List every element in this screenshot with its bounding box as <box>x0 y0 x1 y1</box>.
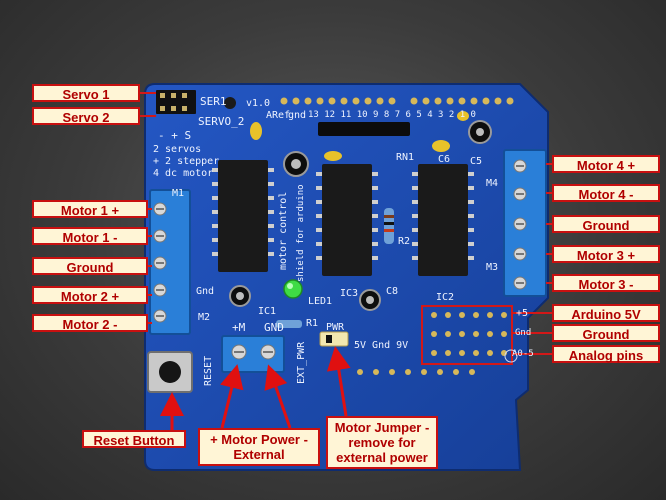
resistor-r2 <box>384 208 394 244</box>
silk-servo-desc: 2 servos + 2 stepper 4 dc motor <box>153 144 220 179</box>
label-servo-2: Servo 2 <box>32 107 140 125</box>
silk-ic2: IC2 <box>436 292 455 303</box>
label-motor-power: + Motor Power - External <box>198 428 320 466</box>
capacitor-c8 <box>359 289 381 311</box>
silk-ext-pwr: EXT_PWR <box>296 341 307 384</box>
silk-pin-numbers: 13 12 11 10 9 8 7 6 5 4 3 2 1 0 <box>308 110 476 120</box>
right-header-block <box>421 305 513 365</box>
terminal-block-left <box>149 189 191 335</box>
silk-ser1: SER1 <box>200 95 227 108</box>
silk-gnd-hdr: Gnd <box>515 328 532 338</box>
silk-r2: R2 <box>398 236 411 247</box>
silk-motor-control: motor control <box>278 191 289 270</box>
resistor-r1 <box>276 320 302 328</box>
label-motor2-minus: Motor 2 - <box>32 314 148 332</box>
reset-button-hw <box>147 351 193 393</box>
silk-a0-5: A0-5 <box>512 349 534 359</box>
capacitor-c-large <box>283 151 309 177</box>
silk-ic3: IC3 <box>340 288 359 299</box>
silk-plus5: +5 <box>516 308 529 319</box>
power-terminal-block <box>221 335 285 373</box>
silk-gnd-side: Gnd <box>196 286 215 297</box>
ic3-chip <box>316 164 378 276</box>
label-motor4-minus: Motor 4 - <box>552 184 660 202</box>
silk-led1: LED1 <box>308 296 333 307</box>
label-arduino-5v: Arduino 5V <box>552 304 660 322</box>
capacitor-c-left <box>229 285 251 307</box>
connector-lines <box>140 92 552 355</box>
silk-ic1: IC1 <box>258 306 277 317</box>
silk-c5: C5 <box>470 156 483 167</box>
silk-shield-for-arduino: shield for arduino <box>296 184 306 282</box>
silk-reset: RESET <box>203 355 214 386</box>
silk-gnd-terminal: GND <box>264 321 284 334</box>
silk-plus-s: - + S <box>158 129 192 142</box>
label-motor3-plus: Motor 3 + <box>552 245 660 263</box>
label-servo-1: Servo 1 <box>32 84 140 102</box>
silk-c6: C6 <box>438 154 451 165</box>
label-motor-jumper: Motor Jumper - remove for external power <box>326 416 438 469</box>
led1 <box>283 279 303 299</box>
servo-header <box>156 90 196 114</box>
silk-m4: M4 <box>486 178 499 189</box>
silk-pwr: PWR <box>326 322 345 333</box>
resistor-network <box>318 122 410 136</box>
terminal-block-right <box>503 149 547 297</box>
label-ground-right: Ground <box>552 215 660 233</box>
silk-m1: M1 <box>172 188 185 199</box>
silk-plus-m: +M <box>232 321 246 334</box>
pointer-arrows <box>160 346 351 430</box>
label-motor1-plus: Motor 1 + <box>32 200 148 218</box>
silk-m3: M3 <box>486 262 499 273</box>
silk-volts: 5V Gnd 9V <box>354 340 409 351</box>
capacitor-c5 <box>468 120 492 144</box>
label-reset-button: Reset Button <box>82 430 186 448</box>
bottom-pin-row <box>357 369 475 375</box>
label-motor1-minus: Motor 1 - <box>32 227 148 245</box>
silk-rn1: RN1 <box>396 152 415 163</box>
label-motor4-plus: Motor 4 + <box>552 155 660 173</box>
power-jumper <box>319 331 349 347</box>
mounting-hole-bottom <box>504 349 518 363</box>
silk-version: v1.0 <box>246 98 271 109</box>
ceramic-capacitors <box>250 111 469 161</box>
top-pin-row <box>280 97 514 105</box>
silk-c8: C8 <box>386 286 399 297</box>
label-ground-header: Ground <box>552 324 660 342</box>
silk-r1: R1 <box>306 318 319 329</box>
silk-gnd-top: gnd <box>288 110 307 121</box>
silk-servo2: SERVO_2 <box>198 115 245 128</box>
label-motor3-minus: Motor 3 - <box>552 274 660 292</box>
silk-m2: M2 <box>198 312 211 323</box>
ic1-chip <box>212 160 274 272</box>
label-analog-pins: Analog pins <box>552 345 660 363</box>
ic2-chip <box>412 164 474 276</box>
label-motor2-plus: Motor 2 + <box>32 286 148 304</box>
mounting-hole <box>224 97 236 109</box>
label-ground-left: Ground <box>32 257 148 275</box>
silk-aref: ARef <box>266 110 291 121</box>
